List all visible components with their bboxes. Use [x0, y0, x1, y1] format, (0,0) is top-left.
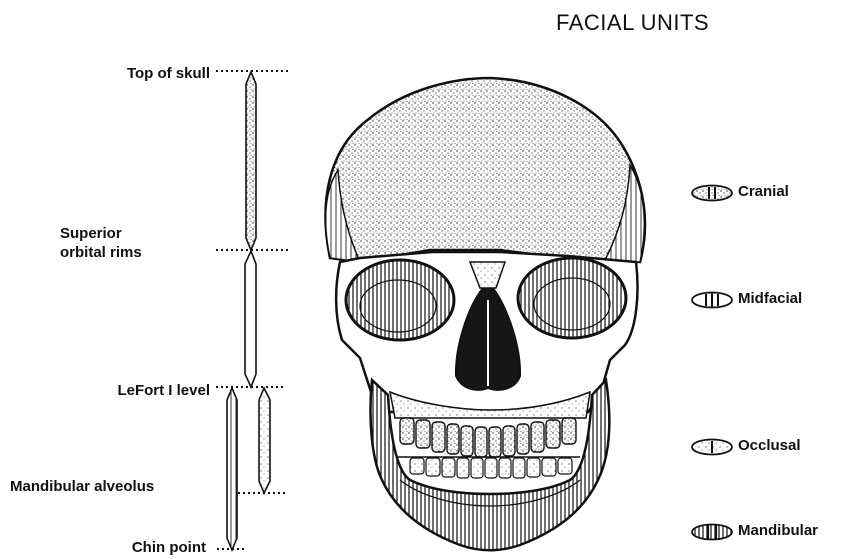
occlusal-legend-label: Occlusal [738, 437, 801, 454]
mandibular-legend-icon [690, 523, 734, 541]
mandibular-legend-label: Mandibular [738, 522, 818, 539]
left-orbit [346, 260, 454, 340]
midfacial-legend-label: Midfacial [738, 290, 802, 307]
skull-cranium [325, 78, 645, 262]
right-orbit [518, 258, 626, 338]
cranial-legend-label: Cranial [738, 183, 789, 200]
occlusal-unit-bar [259, 388, 270, 493]
teeth [400, 418, 576, 457]
midfacial-unit-bar [245, 251, 256, 387]
cranial-unit-bar [246, 72, 256, 250]
cranial-legend-icon [690, 184, 734, 202]
midfacial-legend-icon [690, 291, 734, 309]
occlusal-legend-icon [690, 438, 734, 456]
mandibular-unit-bar [227, 388, 237, 550]
